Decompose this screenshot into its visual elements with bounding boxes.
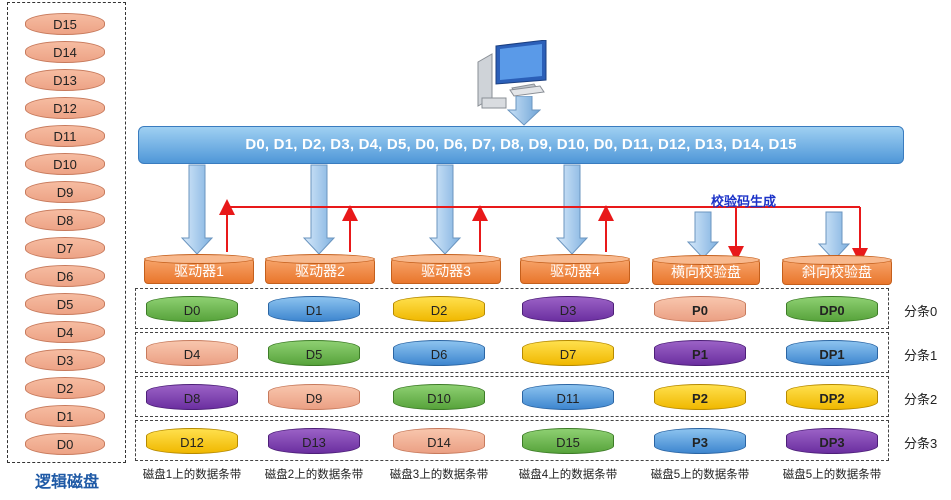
disk-p1: P1 [654,340,746,366]
disk-d15: D15 [522,428,614,454]
drive-label: 驱动器2 [295,263,345,279]
disk-caption-4: 磁盘4上的数据条带 [518,469,618,481]
logical-disk-d2: D2 [25,377,105,399]
drive-label: 斜向校验盘 [802,264,872,280]
logical-disk-d15: D15 [25,13,105,35]
stripe-label: 分条2 [904,392,938,407]
logical-disk-d14: D14 [25,41,105,63]
disk-d12: D12 [146,428,238,454]
disk-p3: P3 [654,428,746,454]
disk-d2: D2 [393,296,485,322]
disk-d11: D11 [522,384,614,410]
logical-disk-d0: D0 [25,433,105,455]
disk-p2: P2 [654,384,746,410]
disk-d6: D6 [393,340,485,366]
disk-d3: D3 [522,296,614,322]
disk-d9: D9 [268,384,360,410]
disk-caption-5: 磁盘5上的数据条带 [650,469,750,481]
logical-disk-d4: D4 [25,321,105,343]
stripe-label: 分条1 [904,348,938,363]
disk-d5: D5 [268,340,360,366]
computer-icon [477,40,547,109]
logical-disk-label: 逻辑磁盘 [34,474,99,491]
stripe-row-3 [135,420,889,461]
data-stream-bar: D0, D1, D2, D3, D4, D5, D0, D6, D7, D8, … [138,126,904,164]
disk-dp3: DP3 [786,428,878,454]
disk-d14: D14 [393,428,485,454]
logical-disk-d3: D3 [25,349,105,371]
disk-d4: D4 [146,340,238,366]
disk-d7: D7 [522,340,614,366]
logical-disk-d6: D6 [25,265,105,287]
disk-dp2: DP2 [786,384,878,410]
stripe-label: 分条3 [904,436,938,451]
parity-lines [219,199,868,264]
stripe-label: 分条0 [904,304,938,319]
logical-disk-d13: D13 [25,69,105,91]
drive-2: 驱动器2 [265,254,375,284]
logical-disk-d8: D8 [25,209,105,231]
drive-4: 驱动器4 [520,254,630,284]
drive-label: 驱动器4 [550,263,600,279]
disk-dp1: DP1 [786,340,878,366]
logical-disk-d7: D7 [25,237,105,259]
disk-dp0: DP0 [786,296,878,322]
drive-label: 驱动器1 [174,263,224,279]
logical-disk-column [7,2,126,463]
disk-d13: D13 [268,428,360,454]
logical-disk-d12: D12 [25,97,105,119]
stripe-row-2 [135,376,889,417]
disk-d1: D1 [268,296,360,322]
drive-label: 驱动器3 [421,263,471,279]
drive-label: 横向校验盘 [671,264,741,280]
logical-disk-d11: D11 [25,125,105,147]
disk-caption-2: 磁盘2上的数据条带 [264,469,364,481]
logical-disk-d10: D10 [25,153,105,175]
drive-5: 横向校验盘 [652,255,760,285]
logical-disk-d9: D9 [25,181,105,203]
down-arrows [180,164,851,261]
disk-d10: D10 [393,384,485,410]
disk-p0: P0 [654,296,746,322]
stripe-row-0 [135,288,889,329]
drive-1: 驱动器1 [144,254,254,284]
stripe-row-1 [135,332,889,373]
disk-d0: D0 [146,296,238,322]
disk-caption-6: 磁盘5上的数据条带 [782,469,882,481]
logical-disk-d1: D1 [25,405,105,427]
disk-d8: D8 [146,384,238,410]
disk-caption-3: 磁盘3上的数据条带 [389,469,489,481]
down-arrow-icon [507,96,541,126]
parity-generation-label: 校验码生成 [711,194,777,209]
drive-3: 驱动器3 [391,254,501,284]
logical-disk-d5: D5 [25,293,105,315]
drive-6: 斜向校验盘 [782,255,892,285]
disk-caption-1: 磁盘1上的数据条带 [142,469,242,481]
